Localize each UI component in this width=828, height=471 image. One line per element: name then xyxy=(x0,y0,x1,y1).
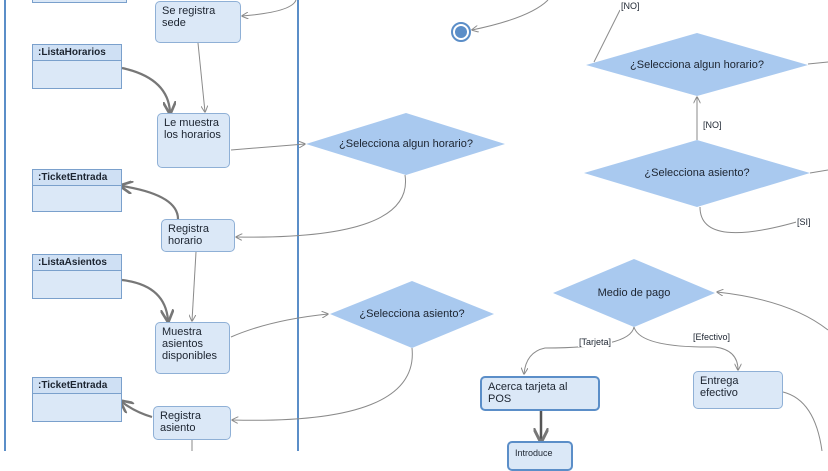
flow-tarjeta xyxy=(524,326,635,374)
diagram-edges xyxy=(4,0,828,451)
action-entrega-efectivo: Entrega efectivo xyxy=(693,371,783,409)
decision-label-medio-pago: Medio de pago xyxy=(597,287,671,299)
flow-right-edge-1 xyxy=(807,61,828,65)
decision-label-horario-1: ¿Selecciona algun horario? xyxy=(339,138,473,150)
decision-diamond-asiento-2 xyxy=(584,140,810,207)
flow-efectivo-down xyxy=(782,391,823,451)
action-registra-horario: Registra horario xyxy=(161,219,235,252)
object-node-lista-horarios: :ListaHorarios xyxy=(32,44,122,89)
decision-diamond-horario-2 xyxy=(586,33,808,96)
decision-label-asiento-1: ¿Selecciona asiento? xyxy=(359,308,465,320)
guard-efectivo: [Efectivo] xyxy=(692,332,732,342)
decision-diamond-asiento-1 xyxy=(330,281,494,348)
action-registra-asiento: Registra asiento xyxy=(153,406,231,440)
flow-into-medio-pago xyxy=(717,292,828,331)
flow-to-initial xyxy=(472,0,549,30)
flow-si xyxy=(699,206,811,234)
action-label: Introduce xyxy=(515,448,553,458)
object-label: :ListaHorarios xyxy=(33,45,121,61)
object-label: :ListaAsientos xyxy=(33,255,121,271)
action-se-registra-sede: Se registra sede xyxy=(155,1,241,43)
flow-efectivo xyxy=(633,326,738,370)
decision-label-horario-2: ¿Selecciona algun horario? xyxy=(630,59,764,71)
guard-no-mid: [NO] xyxy=(702,120,723,130)
guard-tarjeta: [Tarjeta] xyxy=(578,337,613,347)
decision-diamond-medio-pago xyxy=(553,259,715,327)
objflow-listaasientos xyxy=(121,278,168,320)
object-node-ticket-entrada-1: :TicketEntrada xyxy=(32,169,122,212)
flow-muestra-asientos-to-decision xyxy=(230,314,328,338)
flow-right-edge-2 xyxy=(809,169,828,174)
flow-muestra-to-decision xyxy=(230,144,305,151)
flow-no-top xyxy=(593,9,621,63)
flow-decision-to-registra-horario xyxy=(236,174,406,237)
object-label: :TicketEntrada xyxy=(33,378,121,394)
action-acerca-tarjeta: Acerca tarjeta al POS xyxy=(480,376,600,411)
action-label: Entrega efectivo xyxy=(700,375,739,399)
object-node-top-clipped xyxy=(32,0,127,3)
objflow-ticket-2 xyxy=(122,402,153,419)
object-node-ticket-entrada-2: :TicketEntrada xyxy=(32,377,122,422)
action-label: Le muestra los horarios xyxy=(164,117,221,141)
flow-sede-to-muestra xyxy=(197,42,205,112)
initial-node-inner xyxy=(455,26,467,38)
guard-no-top: [NO] xyxy=(620,1,641,11)
flow-registra-horario-to-muestra-asientos xyxy=(192,251,197,321)
action-introduce: Introduce xyxy=(507,441,573,471)
action-label: Registra asiento xyxy=(160,410,201,434)
decision-label-asiento-2: ¿Selecciona asiento? xyxy=(644,167,750,179)
objflow-ticket-1 xyxy=(122,186,180,220)
object-label: :TicketEntrada xyxy=(33,170,121,186)
action-le-muestra-horarios: Le muestra los horarios xyxy=(157,113,230,168)
action-muestra-asientos: Muestra asientos disponibles xyxy=(155,322,230,374)
decision-diamond-horario-1 xyxy=(306,113,505,175)
action-label: Acerca tarjeta al POS xyxy=(488,381,568,405)
object-node-lista-asientos: :ListaAsientos xyxy=(32,254,122,299)
guard-si: [SI] xyxy=(796,217,812,227)
action-label: Se registra sede xyxy=(162,5,216,29)
flow-top-to-sede xyxy=(242,0,297,16)
activity-diagram: :ListaHorarios :TicketEntrada :ListaAsie… xyxy=(4,0,828,471)
flow-decision-to-registra-asiento xyxy=(232,347,413,420)
action-label: Registra horario xyxy=(168,223,209,247)
action-label: Muestra asientos disponibles xyxy=(162,326,218,362)
objflow-listahorarios xyxy=(121,66,170,112)
